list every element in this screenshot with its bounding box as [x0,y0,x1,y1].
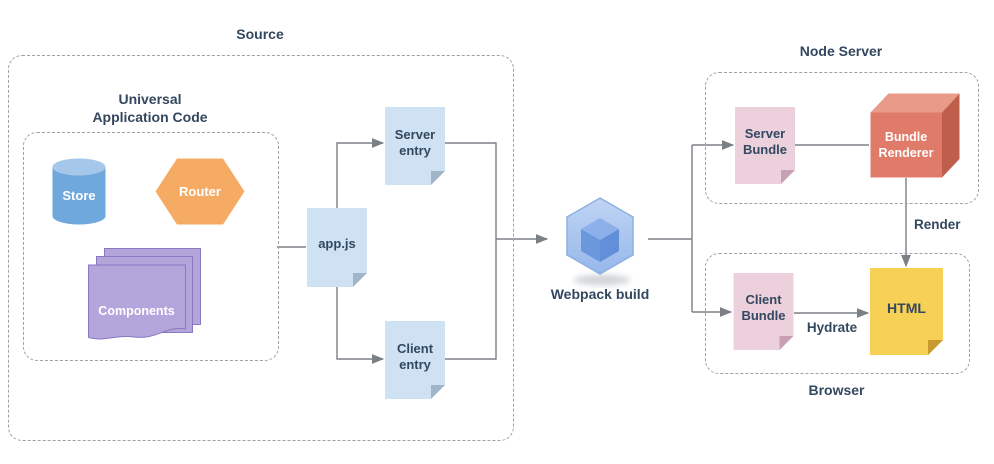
router-node: Router [155,158,245,225]
note-icon [733,273,794,350]
3d-cube-icon [870,93,960,178]
browser-group-box [705,253,970,374]
note-icon [385,321,445,399]
app-js-node: app.js [307,208,367,287]
server-bundle-node: Server Bundle [735,107,795,184]
client-entry-label: Client entry [396,340,434,372]
stacked-papers-icon [88,248,201,340]
render-edge-label: Render [914,217,961,232]
note-icon [735,107,795,184]
source-group-label: Source [236,26,284,42]
universal-group-box [23,132,279,361]
webpack-node [564,196,636,288]
router-label: Router [179,183,221,199]
client-entry-node: Client entry [385,321,445,399]
node-server-group-box [705,72,979,204]
note-icon [385,107,445,185]
bundle-renderer-node: Bundle Renderer [870,93,960,178]
webpack-label: Webpack build [550,286,650,302]
html-node: HTML [870,268,943,355]
node-server-group-label: Node Server [799,43,883,59]
store-node: Store [52,158,106,225]
note-icon [870,268,943,355]
bundle-renderer-label: Bundle Renderer [878,130,934,160]
client-bundle-label: Client Bundle [741,292,786,323]
server-entry-label: Server entry [394,126,436,158]
components-label: Components [98,303,175,318]
components-node: Components [88,248,202,343]
universal-group-label: Universal Application Code [92,91,208,125]
source-group-box [8,55,514,441]
app-js-label: app.js [318,236,356,251]
note-icon [307,208,367,287]
hydrate-edge-label: Hydrate [806,320,858,335]
webpack-cube-icon [566,197,634,286]
browser-group-label: Browser [808,382,865,398]
server-bundle-label: Server Bundle [742,126,788,157]
hexagon-icon [155,158,245,225]
server-entry-node: Server entry [385,107,445,185]
html-label: HTML [887,300,926,316]
cylinder-icon [52,158,106,225]
client-bundle-node: Client Bundle [733,273,794,350]
store-label: Store [62,187,96,203]
